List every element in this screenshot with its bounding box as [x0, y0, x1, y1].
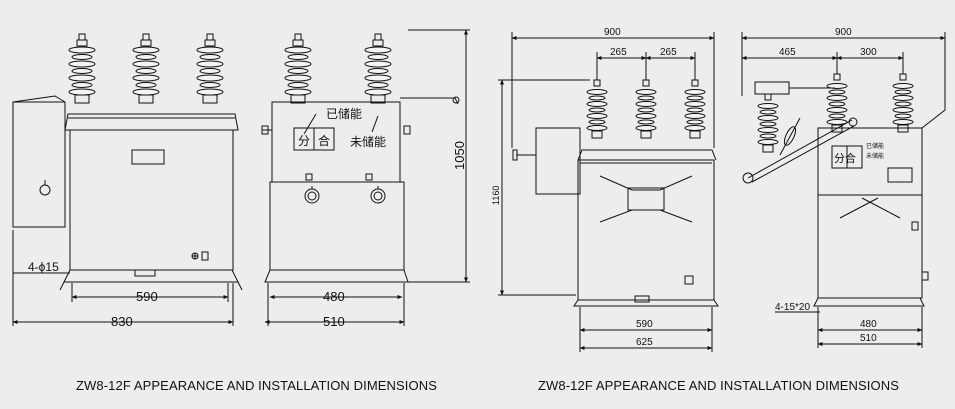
right-caption: ZW8-12F APPEARANCE AND INSTALLATION DIME… [538, 378, 899, 393]
right-front-dimensions [498, 32, 715, 352]
left-side-dim-inner: 480 [323, 289, 345, 304]
left-side-dim-outer: 510 [323, 314, 345, 329]
right-label-stored: 已储能 [866, 142, 884, 150]
right-side-hole-label: 4-15*20 [775, 302, 810, 313]
left-side-dimensions [264, 29, 470, 326]
right-side-view [742, 73, 946, 307]
side-tank [817, 127, 923, 299]
label-unstored: 未储能 [350, 134, 386, 149]
side-tank [269, 181, 405, 271]
right-side-dim-top: 900 [835, 27, 852, 38]
label-stored: 已储能 [326, 106, 362, 121]
right-side-offset: 465 [779, 47, 796, 58]
left-hole-label: 4-ϕ15 [28, 260, 59, 274]
right-front-spacing-b: 265 [660, 47, 677, 58]
right-label-open-close: 分合 [834, 151, 856, 165]
left-side-height: 1050 [452, 141, 467, 170]
right-side-spacing: 300 [860, 47, 877, 58]
right-front-view [512, 79, 719, 307]
left-front-dimensions [12, 230, 234, 326]
right-front-spacing-a: 265 [610, 47, 627, 58]
mechanism-box [12, 101, 66, 228]
left-front-view [12, 33, 243, 291]
right-side-dim-inner: 480 [860, 319, 877, 330]
left-front-dim-outer: 830 [111, 314, 133, 329]
right-side-dimensions [741, 32, 946, 348]
hook-ring [39, 184, 51, 196]
right-side-dim-outer: 510 [860, 333, 877, 344]
left-front-dim-inner: 590 [136, 289, 158, 304]
label-close: 合 [318, 133, 330, 148]
left-side-view [261, 33, 460, 283]
right-front-height: 1160 [491, 186, 501, 205]
main-tank [69, 129, 234, 271]
right-front-dim-top: 900 [604, 27, 621, 38]
nameplate [131, 149, 165, 165]
right-front-dim-outer: 625 [636, 337, 653, 348]
right-label-unstored: 未储能 [866, 152, 884, 160]
right-front-dim-inner: 590 [636, 319, 653, 330]
mechanism-box [535, 127, 581, 195]
main-tank [577, 159, 715, 301]
left-caption: ZW8-12F APPEARANCE AND INSTALLATION DIME… [76, 378, 437, 393]
label-open: 分 [298, 134, 310, 148]
